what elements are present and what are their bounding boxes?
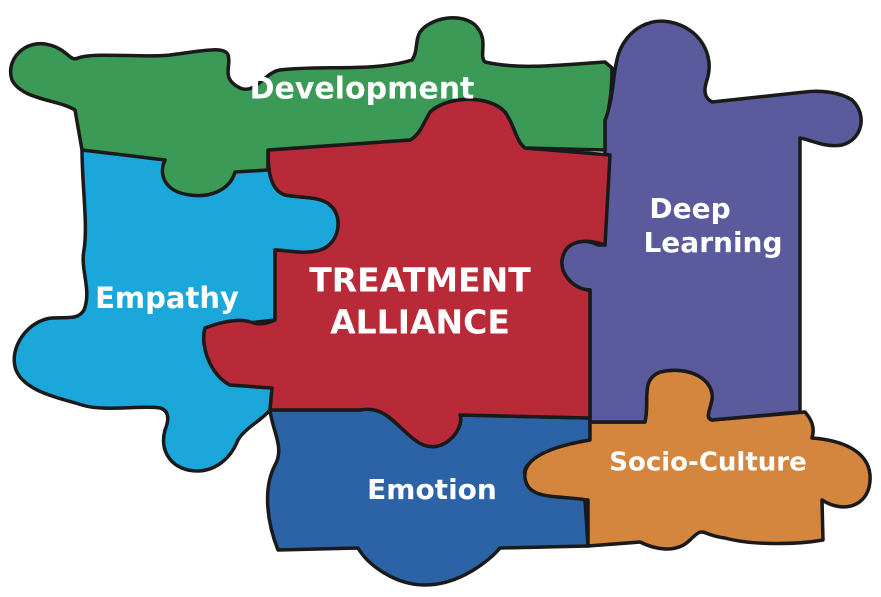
treatment-label-line1: TREATMENT xyxy=(309,261,531,300)
development-piece xyxy=(8,16,614,198)
treatment-label-line2: ALLIANCE xyxy=(330,303,510,342)
emotion-label: Emotion xyxy=(367,473,497,506)
development-label: Development xyxy=(250,72,475,107)
empathy-label: Empathy xyxy=(95,281,239,315)
deep-learning-label-line2: Learning xyxy=(643,226,782,259)
socio-culture-label: Socio-Culture xyxy=(609,448,806,478)
deep-learning-label-line1: Deep xyxy=(649,192,730,225)
